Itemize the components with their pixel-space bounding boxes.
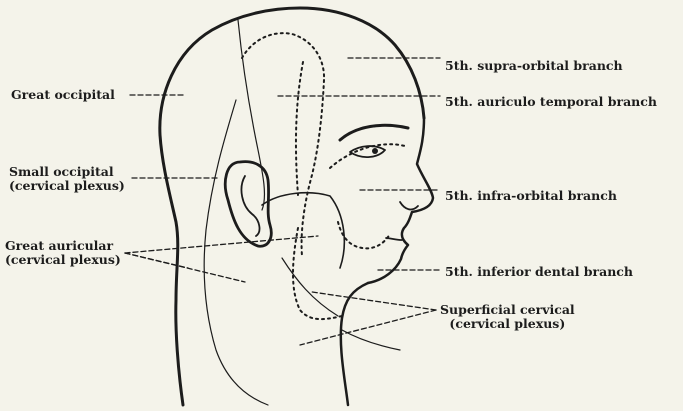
nostril (400, 202, 418, 209)
ear-inner (241, 176, 259, 236)
label-small-occipital-line2: (cervical plexus) (9, 179, 125, 193)
label-great-auricular-line2: (cervical plexus) (5, 253, 121, 267)
label-supra-orbital: 5th. supra-orbital branch (445, 59, 623, 73)
label-superficial-cervical-line2: (cervical plexus) (440, 317, 575, 331)
label-superficial-cervical-line1: Superficial cervical (440, 303, 575, 317)
label-auriculo-temporal: 5th. auriculo temporal branch (445, 95, 657, 109)
label-infra-orbital: 5th. infra-orbital branch (445, 189, 617, 203)
label-small-occipital: Small occipital (cervical plexus) (9, 165, 125, 193)
label-superficial-cervical: Superficial cervical (cervical plexus) (440, 303, 575, 331)
throat (341, 283, 368, 405)
leader-great-auricular-a (125, 236, 318, 253)
label-small-occipital-line1: Small occipital (9, 165, 125, 179)
leader-great-auricular-c (125, 253, 245, 282)
temporal-boundary (296, 62, 303, 195)
label-inferior-dental: 5th. inferior dental branch (445, 265, 633, 279)
head-outline (160, 8, 424, 405)
neck-line-mid (204, 100, 268, 405)
label-great-auricular-line1: Great auricular (5, 239, 121, 253)
sternomastoid (282, 258, 338, 316)
jaw-line (262, 193, 344, 268)
leader-superficial-cervical-a (312, 292, 436, 310)
face-profile (368, 118, 433, 283)
label-great-auricular: Great auricular (cervical plexus) (5, 239, 121, 267)
occipital-boundary (242, 33, 324, 80)
cheek-boundary (330, 144, 405, 168)
brow (340, 125, 408, 140)
supraorbital-boundary (302, 80, 324, 256)
mouth (386, 238, 402, 240)
jaw-boundary (338, 222, 390, 248)
neck-line-front (342, 330, 400, 350)
pupil (372, 148, 378, 154)
label-great-occipital: Great occipital (11, 88, 115, 102)
cervical-boundary (293, 228, 342, 319)
leader-superficial-cervical-b (300, 310, 436, 345)
